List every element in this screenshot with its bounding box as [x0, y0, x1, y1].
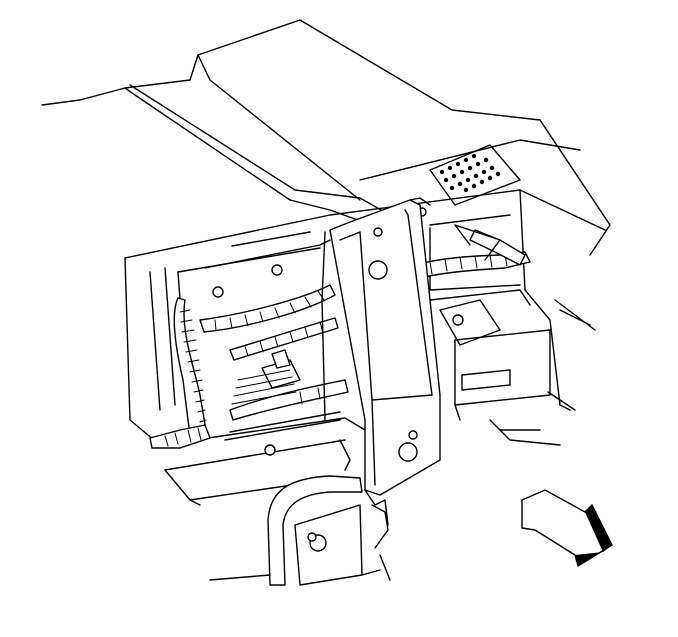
vent-grille: [429, 144, 521, 206]
steering-column-support-bracket: [321, 197, 441, 526]
harness-connector: [231, 349, 301, 405]
view-direction-arrow: [521, 489, 613, 567]
lower-mounting-bracket: [209, 419, 561, 586]
upper-trim-panel-outline: [41, 19, 611, 256]
wiring-harness: [149, 224, 531, 449]
